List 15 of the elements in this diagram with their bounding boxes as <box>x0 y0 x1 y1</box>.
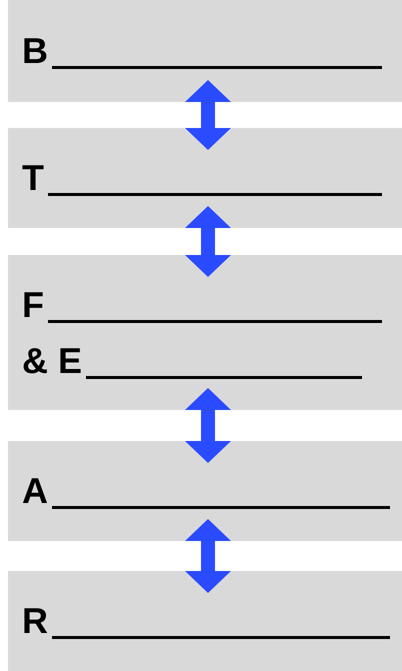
double-arrow <box>185 388 231 463</box>
label-box <box>8 571 402 671</box>
letter-label: R <box>22 603 49 639</box>
letter-label: A <box>22 473 49 509</box>
letter-label: & E <box>22 342 84 378</box>
label-box <box>8 0 402 102</box>
label-box <box>8 255 402 410</box>
letter-label: F <box>22 286 45 322</box>
double-arrow <box>185 519 231 593</box>
double-arrow <box>185 206 231 277</box>
letter-label: T <box>22 160 45 196</box>
letter-label: B <box>22 33 49 69</box>
label-box <box>8 128 402 228</box>
double-arrow <box>185 80 231 150</box>
label-box <box>8 441 402 541</box>
